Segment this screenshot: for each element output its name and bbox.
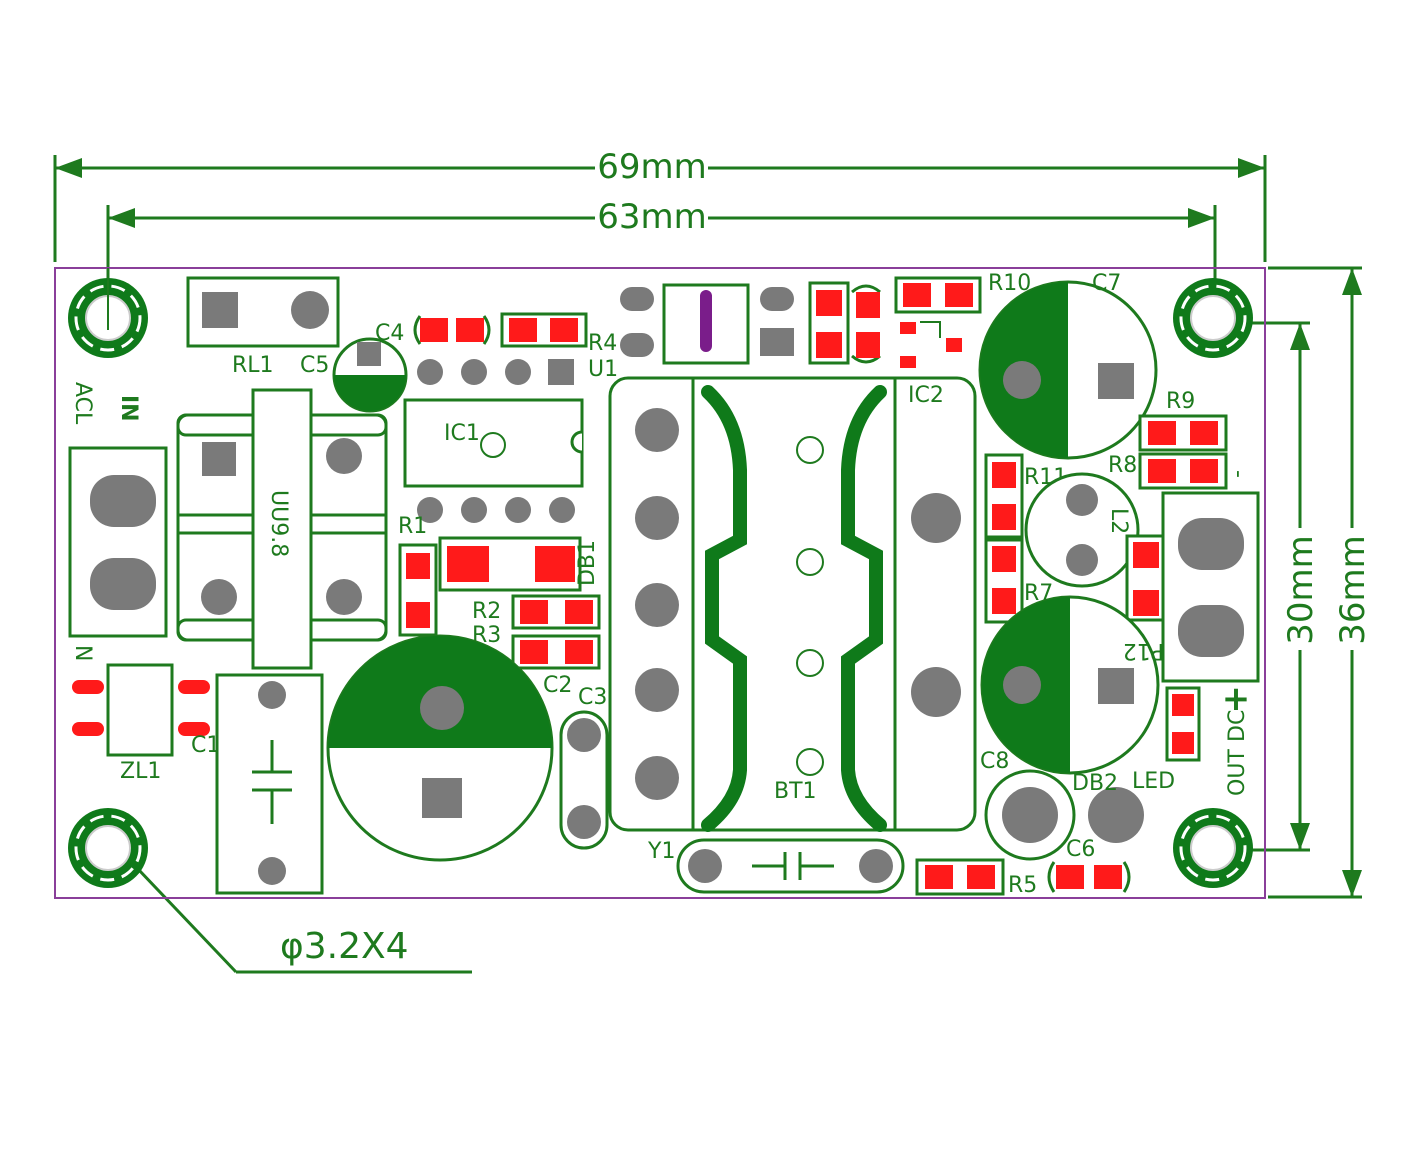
label-c4: C4 bbox=[375, 321, 404, 346]
label-c6: C6 bbox=[1066, 837, 1095, 862]
r9-smd bbox=[1138, 414, 1228, 452]
r6-smd bbox=[808, 281, 850, 365]
label-db2: DB2 bbox=[1072, 771, 1118, 796]
c4-smd bbox=[413, 315, 491, 345]
label-c7: C7 bbox=[1092, 271, 1121, 296]
l2-inductor bbox=[1024, 472, 1140, 588]
label-r1: R1 bbox=[398, 514, 427, 539]
r1-smd bbox=[398, 543, 438, 637]
db1-smd bbox=[438, 536, 582, 592]
label-led: LED bbox=[1132, 769, 1175, 794]
r11-smd bbox=[984, 453, 1024, 539]
db2-led bbox=[1088, 787, 1144, 843]
label-zl1: ZL1 bbox=[120, 759, 161, 784]
label-c1: C1 bbox=[191, 733, 220, 758]
hole-note-label: φ3.2X4 bbox=[280, 926, 409, 967]
label-in: IN bbox=[116, 395, 141, 422]
led-smd bbox=[1165, 686, 1201, 762]
board-outline bbox=[54, 267, 1266, 899]
mounting-hole-bottom-right bbox=[1173, 808, 1253, 888]
label-out: OUT bbox=[1225, 749, 1250, 796]
ic1-component bbox=[403, 398, 584, 488]
r10-smd bbox=[894, 276, 982, 368]
label-l2: L2 bbox=[1106, 508, 1131, 534]
label-ic1: IC1 bbox=[444, 421, 480, 446]
label-r2: R2 bbox=[472, 599, 501, 624]
output-terminal bbox=[1161, 491, 1260, 683]
label-acl: ACL bbox=[70, 382, 95, 425]
label-db1: DB1 bbox=[575, 540, 600, 586]
ic1-bottom-pins bbox=[417, 497, 575, 523]
label-y1: Y1 bbox=[647, 839, 675, 864]
c1-component bbox=[215, 673, 324, 895]
label-bt1: BT1 bbox=[774, 779, 817, 804]
label-r8: R8 bbox=[1108, 453, 1137, 478]
dim-36mm-label: 36mm bbox=[1333, 535, 1373, 645]
r4-smd bbox=[500, 312, 588, 348]
mounting-hole-top-left bbox=[68, 268, 148, 358]
zl1-component bbox=[72, 663, 210, 757]
uu98-choke bbox=[176, 388, 388, 670]
label-r5: R5 bbox=[1008, 873, 1037, 898]
dim-63mm-label: 63mm bbox=[597, 197, 707, 237]
dim-69mm-label: 69mm bbox=[597, 147, 707, 187]
label-p12: P12 bbox=[1123, 638, 1164, 663]
rl1-component bbox=[186, 276, 340, 348]
r3-smd bbox=[511, 634, 601, 670]
ic1-top-pins bbox=[417, 359, 574, 385]
dim-30mm-label: 30mm bbox=[1281, 535, 1321, 645]
c9-smd bbox=[851, 284, 881, 364]
label-u1: U1 bbox=[588, 357, 618, 382]
label-plus: + bbox=[1222, 679, 1251, 719]
top-center-pads bbox=[620, 283, 794, 365]
r7-smd bbox=[984, 538, 1024, 624]
label-c3: C3 bbox=[578, 685, 607, 710]
label-c8: C8 bbox=[980, 749, 1009, 774]
r5-smd bbox=[915, 858, 1005, 896]
y1-crystal bbox=[676, 838, 905, 894]
dimension-36mm: 36mm bbox=[1268, 266, 1373, 899]
hole-callout: φ3.2X4 bbox=[116, 846, 472, 974]
smd-near-l2 bbox=[1125, 534, 1167, 622]
c8-component bbox=[984, 769, 1076, 861]
r8-smd bbox=[1138, 452, 1228, 490]
bt1-transformer bbox=[608, 376, 977, 832]
c3-component bbox=[559, 710, 609, 850]
dimension-63mm: 63mm bbox=[106, 197, 1217, 300]
label-minus: - bbox=[1226, 470, 1251, 478]
label-c2: C2 bbox=[543, 673, 572, 698]
c5-capacitor bbox=[332, 337, 408, 413]
c2-capacitor bbox=[326, 634, 554, 862]
label-n: N bbox=[70, 645, 95, 661]
label-r4: R4 bbox=[588, 331, 617, 356]
label-dc: DC bbox=[1225, 710, 1250, 742]
dimension-30mm: 30mm bbox=[1225, 321, 1321, 852]
mounting-hole-bottom-left bbox=[68, 808, 148, 888]
label-c5: C5 bbox=[300, 353, 329, 378]
dimension-69mm: 69mm bbox=[53, 147, 1267, 262]
r2-smd bbox=[511, 594, 601, 630]
mounting-hole-top-right bbox=[1173, 278, 1253, 358]
c6-smd bbox=[1047, 861, 1131, 893]
label-ic2: IC2 bbox=[908, 383, 944, 408]
label-rl1: RL1 bbox=[232, 353, 274, 378]
label-r10: R10 bbox=[988, 271, 1031, 296]
input-terminal bbox=[68, 446, 168, 638]
p12-capacitor bbox=[980, 595, 1160, 775]
label-r9: R9 bbox=[1166, 389, 1195, 414]
c7-capacitor bbox=[978, 280, 1158, 460]
label-uu98: UU9.8 bbox=[266, 490, 291, 557]
